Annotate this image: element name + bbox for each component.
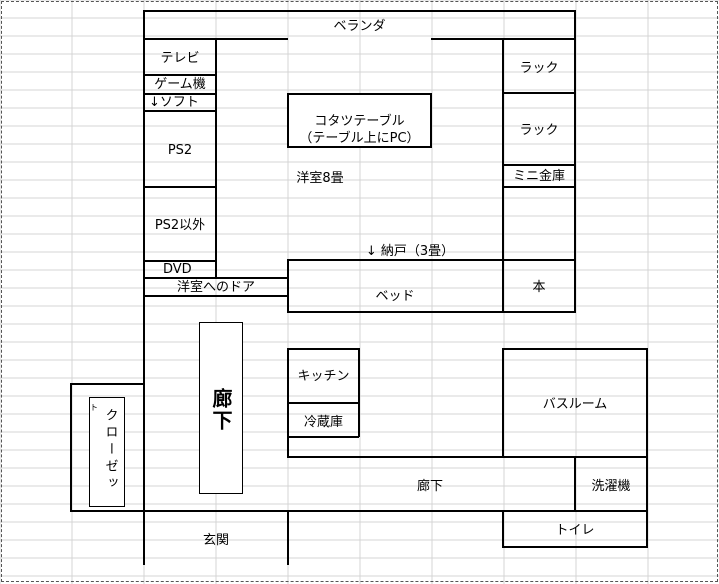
rack-middle-label: ラック — [519, 122, 559, 138]
wall-storage-left — [287, 259, 289, 313]
bathroom-label: バスルーム — [542, 396, 608, 412]
wall-right-upper — [574, 10, 576, 313]
western-room-label: 洋室8畳 — [296, 170, 344, 186]
kitchen-label: キッチン — [297, 368, 350, 384]
closet-box — [89, 397, 125, 507]
divider-ps2 — [143, 186, 217, 188]
wall-toilet-bottom — [502, 546, 648, 548]
closet-mark: ト — [90, 403, 98, 412]
fridge-label: 冷蔵庫 — [303, 414, 343, 430]
hallway-big-label: 廊下 — [209, 388, 233, 432]
wall-hall-bottom — [287, 456, 503, 458]
divider-soft — [143, 110, 217, 112]
wall-storage-bottom — [287, 311, 576, 313]
divider-game — [143, 93, 217, 95]
kotatsu-label-1: コタツテーブル — [314, 113, 405, 129]
wall-bath-top — [502, 348, 648, 350]
wall-closet-left — [70, 383, 72, 512]
western-door-label: 洋室へのドア — [176, 279, 255, 295]
software-label: ↓ソフト — [149, 95, 199, 110]
hallway-runner — [199, 322, 243, 494]
divider-rack1 — [502, 92, 576, 94]
rack-top-label: ラック — [519, 60, 559, 76]
ps2-other-label: PS2以外 — [154, 217, 206, 233]
wall-fridge-bottom — [287, 436, 359, 438]
divider-rack2 — [502, 164, 576, 166]
wall-top — [143, 10, 576, 12]
divider-tv — [143, 74, 217, 76]
tv-label: テレビ — [160, 50, 200, 66]
wall-closet-top — [70, 383, 145, 385]
closet-label: クローゼッ — [102, 407, 118, 493]
washing-machine-label: 洗濯機 — [591, 478, 631, 494]
kotatsu-label-2: （テーブル上にPC） — [299, 130, 420, 146]
kotatsu-table — [287, 93, 432, 148]
game-console-label: ゲーム機 — [154, 77, 206, 92]
divider-dvd — [143, 277, 288, 279]
wall-entrance-right — [287, 510, 289, 565]
books-label: 本 — [532, 279, 546, 295]
wall-washer-left — [574, 456, 576, 512]
ps2-label: PS2 — [167, 142, 193, 158]
divider-door — [143, 295, 288, 297]
wall-storage-top — [287, 259, 576, 261]
hallway-label: 廊下 — [416, 478, 443, 494]
veranda-label: ベランダ — [333, 18, 386, 34]
wall-toilet-left — [502, 510, 504, 548]
divider-ps2-other — [143, 260, 217, 262]
toilet-label: トイレ — [555, 522, 595, 538]
wall-bath-right — [646, 348, 648, 548]
storage-label: ↓ 納戸（3畳） — [365, 243, 455, 259]
wall-right-furniture — [502, 38, 504, 313]
wall-left-furniture — [215, 38, 217, 278]
wall-kitchen-mid — [287, 402, 359, 404]
wall-kitchen-top — [287, 348, 359, 350]
wall-bath-left — [502, 348, 504, 458]
wall-left — [143, 10, 145, 565]
divider-safe — [502, 186, 576, 188]
wall-kitchen-right — [358, 348, 360, 437]
bed-label: ベッド — [375, 288, 415, 304]
mini-safe-label: ミニ金庫 — [512, 169, 565, 184]
entrance-label: 玄関 — [202, 532, 229, 548]
dvd-label: DVD — [163, 262, 192, 277]
wall-lower-line — [70, 510, 648, 512]
